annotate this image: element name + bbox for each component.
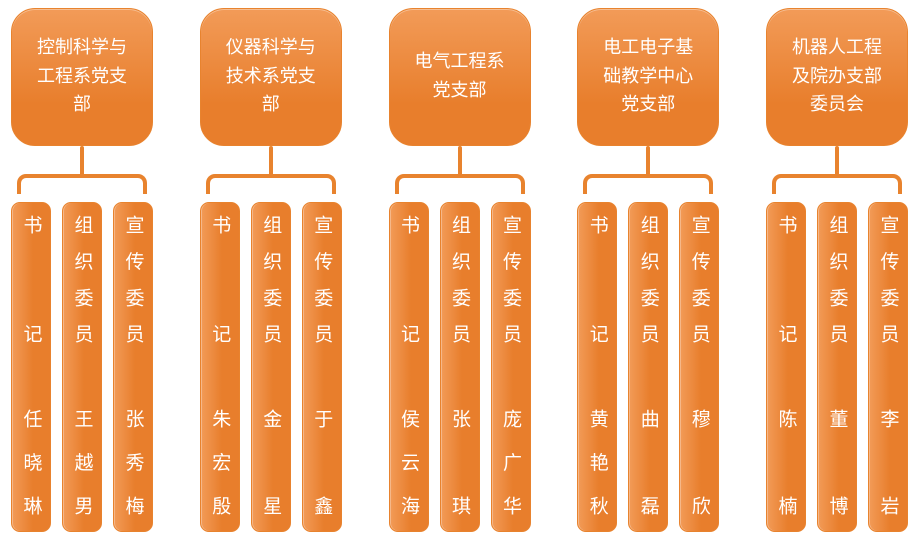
member-role: 宣传委员 xyxy=(500,215,522,343)
member-role: 宣传委员 xyxy=(877,215,900,343)
member-role: 书记 xyxy=(398,215,420,343)
member-name: 朱宏殷 xyxy=(209,409,232,515)
branch-title: 电气工程系党支部 xyxy=(414,51,505,101)
member-role: 书记 xyxy=(20,215,43,343)
member-name: 张秀梅 xyxy=(122,409,145,515)
branch-title: 机器人工程及院办支部委员会 xyxy=(792,36,882,116)
branch-title-box: 电气工程系党支部 xyxy=(388,8,531,146)
brace-connector xyxy=(17,146,147,202)
member-name: 王越男 xyxy=(71,409,94,515)
member-bar: 书记 朱宏殷 xyxy=(199,202,240,532)
member-bar: 组织委员 金星 xyxy=(250,202,291,532)
branch-title-box: 电工电子基础教学中心党支部 xyxy=(577,8,720,146)
member-role: 组织委员 xyxy=(260,215,283,343)
member-role: 宣传委员 xyxy=(122,215,145,343)
member-bar: 宣传委员 李岩 xyxy=(868,202,908,532)
member-role: 组织委员 xyxy=(826,215,849,343)
member-bar: 书记 陈楠 xyxy=(766,202,806,532)
member-role: 组织委员 xyxy=(449,215,471,343)
branch-group-2: 仪器科学与技术系党支部 书记 朱宏殷 组织委员 金星 宣传委员 于鑫 xyxy=(195,8,347,538)
branch-title: 仪器科学与技术系党支部 xyxy=(225,36,316,116)
member-bar: 组织委员 曲磊 xyxy=(628,202,669,532)
member-role: 组织委员 xyxy=(71,215,94,343)
member-bar: 宣传委员 穆欣 xyxy=(679,202,720,532)
member-bar: 书记 黄艳秋 xyxy=(577,202,618,532)
branch-group-3: 电气工程系党支部 书记 侯云海 组织委员 张琪 宣传委员 庞广华 xyxy=(384,8,536,538)
members-row: 书记 陈楠 组织委员 董博 宣传委员 李岩 xyxy=(766,202,908,532)
member-name: 陈楠 xyxy=(775,409,798,515)
member-bar: 宣传委员 于鑫 xyxy=(301,202,342,532)
brace-connector xyxy=(205,146,336,202)
brace-connector xyxy=(583,146,714,202)
brace-connector xyxy=(394,146,525,202)
member-name: 黄艳秋 xyxy=(586,409,609,515)
branch-group-1: 控制科学与工程系党支部 书记 任晓琳 组织委员 王越男 宣传委员 张秀梅 xyxy=(6,8,158,538)
member-bar: 组织委员 王越男 xyxy=(62,202,102,532)
member-name: 侯云海 xyxy=(398,409,420,515)
members-row: 书记 侯云海 组织委员 张琪 宣传委员 庞广华 xyxy=(388,202,531,532)
branch-group-4: 电工电子基础教学中心党支部 书记 黄艳秋 组织委员 曲磊 宣传委员 穆欣 xyxy=(572,8,724,538)
members-row: 书记 任晓琳 组织委员 王越男 宣传委员 张秀梅 xyxy=(11,202,153,532)
member-name: 任晓琳 xyxy=(20,409,43,515)
member-name: 庞广华 xyxy=(500,409,522,515)
member-name: 金星 xyxy=(260,409,283,515)
members-row: 书记 黄艳秋 组织委员 曲磊 宣传委员 穆欣 xyxy=(577,202,720,532)
member-name: 穆欣 xyxy=(688,409,711,515)
member-bar: 宣传委员 张秀梅 xyxy=(113,202,153,532)
branch-title: 电工电子基础教学中心党支部 xyxy=(603,36,694,116)
member-bar: 书记 任晓琳 xyxy=(11,202,51,532)
brace-connector xyxy=(772,146,902,202)
member-name: 董博 xyxy=(826,409,849,515)
member-bar: 宣传委员 庞广华 xyxy=(490,202,531,532)
member-role: 书记 xyxy=(775,215,798,343)
branch-title-box: 控制科学与工程系党支部 xyxy=(11,8,153,146)
member-name: 于鑫 xyxy=(311,409,334,515)
member-name: 曲磊 xyxy=(637,409,660,515)
member-bar: 组织委员 张琪 xyxy=(439,202,480,532)
member-bar: 书记 侯云海 xyxy=(388,202,429,532)
member-role: 书记 xyxy=(209,215,232,343)
branch-title: 控制科学与工程系党支部 xyxy=(37,36,127,116)
member-name: 李岩 xyxy=(877,409,900,515)
branch-title-box: 机器人工程及院办支部委员会 xyxy=(766,8,908,146)
member-role: 书记 xyxy=(586,215,609,343)
members-row: 书记 朱宏殷 组织委员 金星 宣传委员 于鑫 xyxy=(199,202,342,532)
member-name: 张琪 xyxy=(449,409,471,515)
member-role: 宣传委员 xyxy=(688,215,711,343)
member-bar: 组织委员 董博 xyxy=(817,202,857,532)
member-role: 组织委员 xyxy=(637,215,660,343)
branch-group-5: 机器人工程及院办支部委员会 书记 陈楠 组织委员 董博 宣传委员 李岩 xyxy=(761,8,913,538)
branch-title-box: 仪器科学与技术系党支部 xyxy=(199,8,342,146)
member-role: 宣传委员 xyxy=(311,215,334,343)
